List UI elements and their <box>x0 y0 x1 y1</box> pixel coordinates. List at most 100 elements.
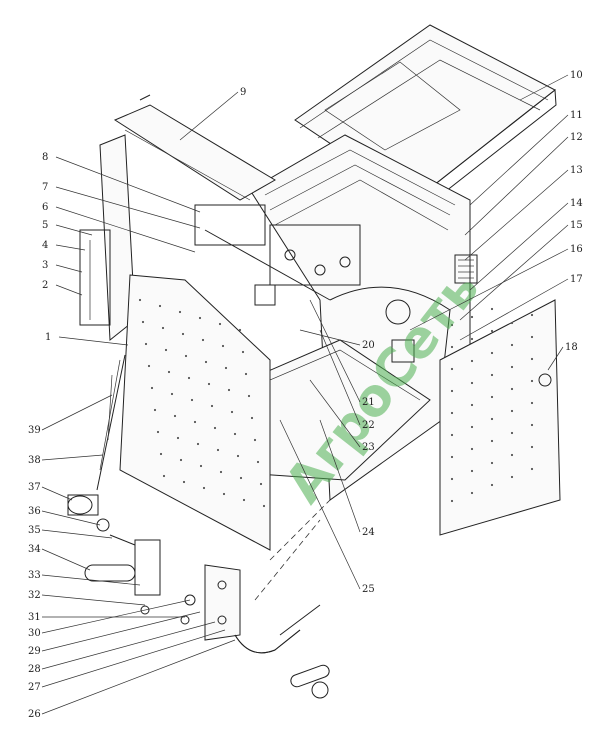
panel-perforation <box>490 461 494 465</box>
panel-perforation <box>162 474 166 478</box>
callout-label-16: 16 <box>570 244 583 255</box>
panel-perforation <box>230 410 234 414</box>
panel-perforation <box>256 460 260 464</box>
panel-perforation <box>202 486 206 490</box>
callout-leader-36 <box>41 510 101 526</box>
panel-perforation <box>233 432 237 436</box>
callout-label-28: 28 <box>28 664 41 675</box>
callout-label-26: 26 <box>28 709 41 720</box>
callout-leader-34 <box>41 548 91 571</box>
panel-perforation <box>450 499 454 503</box>
panel-perforation <box>241 350 245 354</box>
panel-perforation <box>490 351 494 355</box>
panel-perforation <box>187 376 191 380</box>
panel-perforation <box>490 483 494 487</box>
callout-label-36: 36 <box>28 506 41 517</box>
panel-perforation <box>470 425 474 429</box>
callout-label-8: 8 <box>42 152 48 163</box>
panel-perforation <box>184 354 188 358</box>
callout-label-30: 30 <box>28 628 41 639</box>
panel-perforation <box>138 298 142 302</box>
exploded-parts <box>67 494 331 699</box>
callout-leader-26 <box>41 639 236 715</box>
callout-leader-21 <box>309 299 361 403</box>
panel-perforation <box>490 307 494 311</box>
panel-perforation <box>470 337 474 341</box>
panel-perforation <box>176 436 180 440</box>
panel-perforation <box>450 411 454 415</box>
callout-label-13: 13 <box>570 165 583 176</box>
panel-perforation <box>219 470 223 474</box>
callout-label-15: 15 <box>570 220 583 231</box>
panel-perforation <box>450 477 454 481</box>
panel-perforation <box>238 328 242 332</box>
callout-label-34: 34 <box>28 544 41 555</box>
callout-label-11: 11 <box>570 110 583 121</box>
panel-perforation <box>199 464 203 468</box>
panel-perforation <box>450 389 454 393</box>
callout-label-4: 4 <box>42 240 48 251</box>
panel-perforation <box>224 366 228 370</box>
callout-label-9: 9 <box>240 87 246 98</box>
panel-perforation <box>470 403 474 407</box>
callout-label-12: 12 <box>570 132 583 143</box>
callout-leader-2 <box>55 284 83 296</box>
callout-leader-9 <box>179 91 239 141</box>
callout-leader-35 <box>41 529 113 539</box>
callout-leader-25 <box>279 419 361 590</box>
center-mechanism <box>194 204 361 306</box>
callout-leader-23 <box>309 379 361 448</box>
callout-leader-38 <box>41 454 104 461</box>
panel-perforation <box>510 453 514 457</box>
top-beam <box>113 94 276 201</box>
panel-perforation <box>196 442 200 446</box>
right-door-panel <box>439 299 561 536</box>
callout-leader-7 <box>55 186 201 229</box>
panel-perforation <box>450 323 454 327</box>
panel-perforation <box>178 310 182 314</box>
panel-perforation <box>470 381 474 385</box>
wiper-assembly <box>96 354 126 491</box>
callout-label-32: 32 <box>28 590 41 601</box>
callout-label-14: 14 <box>570 198 583 209</box>
panel-perforation <box>510 475 514 479</box>
callout-leader-18 <box>547 346 564 371</box>
panel-perforation <box>510 365 514 369</box>
panel-perforation <box>150 386 154 390</box>
callout-label-20: 20 <box>362 340 375 351</box>
panel-perforation <box>156 430 160 434</box>
callout-leader-11 <box>469 114 569 206</box>
panel-perforation <box>470 315 474 319</box>
panel-perforation <box>450 455 454 459</box>
callout-leader-39 <box>41 394 113 431</box>
callout-label-35: 35 <box>28 525 41 536</box>
panel-perforation <box>510 343 514 347</box>
callout-label-18: 18 <box>565 342 578 353</box>
callout-label-31: 31 <box>28 612 41 623</box>
panel-perforation <box>239 476 243 480</box>
panel-perforation <box>221 344 225 348</box>
panel-perforation <box>204 360 208 364</box>
callout-leader-6 <box>55 206 196 253</box>
panel-perforation <box>201 338 205 342</box>
panel-perforation <box>247 394 251 398</box>
panel-perforation <box>253 438 257 442</box>
callout-leader-4 <box>55 244 86 251</box>
panel-perforation <box>530 357 534 361</box>
panel-perforation <box>158 304 162 308</box>
callout-label-37: 37 <box>28 482 41 493</box>
callout-leader-37 <box>41 486 73 501</box>
callout-leader-16 <box>409 248 569 331</box>
callout-leader-3 <box>55 264 83 273</box>
panel-perforation <box>144 342 148 346</box>
panel-perforation <box>510 409 514 413</box>
callout-leader-15 <box>459 224 569 321</box>
panel-perforation <box>170 392 174 396</box>
panel-perforation <box>167 370 171 374</box>
callout-label-25: 25 <box>362 584 375 595</box>
callout-leader-29 <box>41 611 201 652</box>
panel-perforation <box>530 335 534 339</box>
panel-perforation <box>470 447 474 451</box>
panel-perforation <box>193 420 197 424</box>
callout-label-27: 27 <box>28 682 41 693</box>
